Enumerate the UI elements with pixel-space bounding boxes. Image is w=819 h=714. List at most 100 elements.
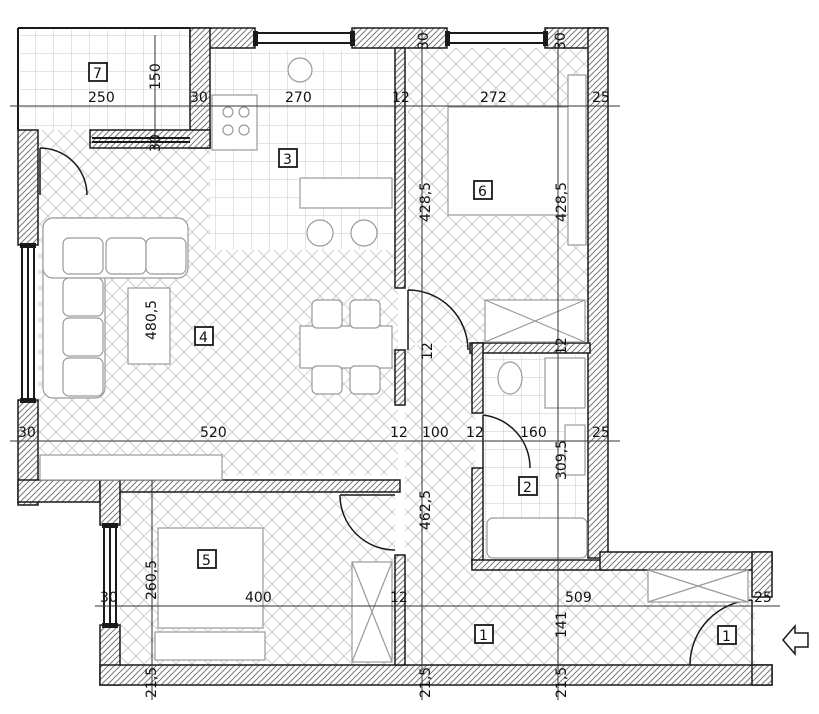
hob xyxy=(238,124,250,136)
chair xyxy=(311,299,343,329)
wall-partition-kitchen-bed xyxy=(394,47,406,289)
bench xyxy=(154,631,266,661)
dim-wall-30-top: 30 xyxy=(190,90,208,106)
wall-bottom xyxy=(99,664,773,686)
dim-wall-30-top2: 30 xyxy=(416,32,432,50)
room-number-5: 5 xyxy=(202,553,211,569)
room-number-1b: 1 xyxy=(722,629,731,645)
dim-bot-1: 21,5 xyxy=(144,667,160,698)
sink xyxy=(287,57,313,83)
wall-bath-left2 xyxy=(471,467,484,569)
dim-door-12: 12 xyxy=(420,342,436,360)
wall-partition-lower xyxy=(394,349,406,406)
sink-bath xyxy=(564,424,586,476)
wall-bath-bottom xyxy=(471,559,609,571)
chair xyxy=(349,365,381,395)
dim-living-depth: 480,5 xyxy=(144,300,160,340)
frame-lines xyxy=(17,27,545,625)
dim-wall-25-entry: 25 xyxy=(754,590,772,606)
washing-machine xyxy=(544,357,586,409)
dim-wall-30-left: 30 xyxy=(18,425,36,441)
room-tag-6 xyxy=(473,180,493,200)
dim-bedroom-w: 272 xyxy=(480,90,507,106)
dining-table xyxy=(299,325,393,369)
dim-kitchen-w: 270 xyxy=(285,90,312,106)
dim-wall-12-mid: 12 xyxy=(390,425,408,441)
wall-right-upper xyxy=(587,27,609,559)
bar-stool xyxy=(350,219,378,247)
shelf xyxy=(567,74,587,246)
dim-wall-30-r5: 30 xyxy=(100,590,118,606)
desk xyxy=(157,527,264,629)
tv-stand xyxy=(39,454,223,481)
kitchen-counter xyxy=(211,94,258,151)
dim-room5-w: 400 xyxy=(245,590,272,606)
dim-wall-25-right: 25 xyxy=(592,90,610,106)
dim-wall-25-mid: 25 xyxy=(592,425,610,441)
dim-balcony-h: 150 xyxy=(148,63,164,90)
room-number-3: 3 xyxy=(283,152,292,168)
wall-top-mid xyxy=(351,27,448,49)
wall-room5-top xyxy=(99,479,401,493)
dim-wall-12-mid2: 12 xyxy=(466,425,484,441)
wall-bath-left xyxy=(471,342,484,414)
dim-entry-depth: 141 xyxy=(554,611,570,638)
wall-bedroom-bottom xyxy=(469,342,591,354)
hob xyxy=(238,106,250,118)
dim-living-w: 520 xyxy=(200,425,227,441)
room-tag-1a xyxy=(474,624,494,644)
dim-bot-3: 21,5 xyxy=(554,667,570,698)
toilet xyxy=(497,361,523,395)
room-tag-3 xyxy=(278,148,298,168)
dim-balcony-w: 250 xyxy=(88,90,115,106)
door-balcony xyxy=(39,147,88,196)
door-room5 xyxy=(339,494,396,551)
room-tag-7 xyxy=(88,62,108,82)
chair xyxy=(311,365,343,395)
room-number-2: 2 xyxy=(523,480,532,496)
bar-stool xyxy=(306,219,334,247)
wall-room5-left-top xyxy=(99,479,121,526)
wall-entry-right-bot xyxy=(751,664,773,686)
dimension-labels: 250 150 30 270 12 30 272 30 25 30 428,5 … xyxy=(18,32,772,698)
door-bedroom xyxy=(407,289,469,351)
dim-room5-depth: 260,5 xyxy=(144,560,160,600)
chair xyxy=(349,299,381,329)
sofa xyxy=(42,217,189,399)
room-number-4: 4 xyxy=(199,330,208,346)
coffee-table xyxy=(127,287,171,365)
room-number-7: 7 xyxy=(93,66,102,82)
kitchen-island xyxy=(299,177,393,209)
dim-bot-2: 21,5 xyxy=(418,667,434,698)
wall-room5-right xyxy=(394,554,406,666)
wall-entry-top xyxy=(599,551,773,571)
dim-bedroom-depth: 428,5 xyxy=(554,182,570,222)
hob xyxy=(222,106,234,118)
dim-kitchen-depth: 428,5 xyxy=(418,182,434,222)
dim-wall-12-bath: 12 xyxy=(554,337,570,355)
dim-bath-w: 160 xyxy=(520,425,547,441)
room-numbers: 7 3 6 4 2 5 1 1 xyxy=(93,66,731,645)
room-tag-1b xyxy=(717,625,737,645)
dim-wall-12-r5: 12 xyxy=(390,590,408,606)
room-tag-4 xyxy=(194,326,214,346)
wall-entry-right-top xyxy=(751,551,773,598)
dim-wall-30-top3: 30 xyxy=(553,32,569,50)
dim-hall-w: 100 xyxy=(422,425,449,441)
bathtub xyxy=(486,517,588,559)
furniture xyxy=(39,57,749,663)
wall-left-upper xyxy=(17,129,39,246)
dim-bath-depth: 309,5 xyxy=(554,440,570,480)
entrance-arrow-icon xyxy=(782,623,809,657)
walls xyxy=(17,27,773,686)
room-tag-2 xyxy=(518,476,538,496)
bed xyxy=(447,106,569,216)
dim-wall-30-balc: 30 xyxy=(148,134,164,152)
dim-entry-w: 509 xyxy=(565,590,592,606)
hob xyxy=(222,124,234,136)
room-tag-5 xyxy=(197,549,217,569)
room-tags xyxy=(88,62,737,645)
dim-wall-12-top: 12 xyxy=(392,90,410,106)
window-marks xyxy=(20,31,548,628)
